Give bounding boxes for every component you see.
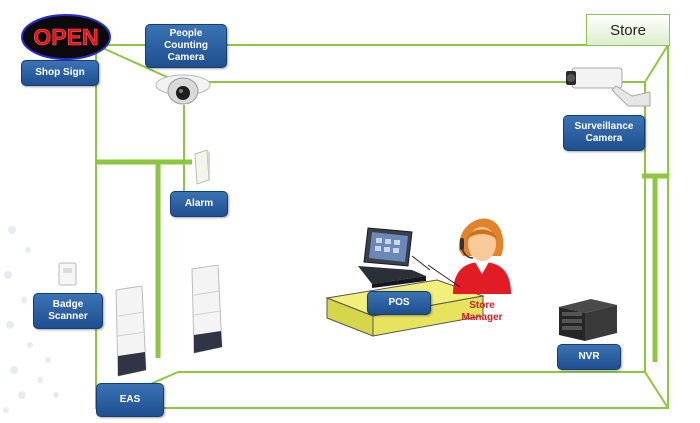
store-title: Store <box>586 14 670 46</box>
manager-connector <box>427 264 461 288</box>
dome-camera-icon <box>155 74 211 105</box>
bullet-camera-icon <box>566 67 651 107</box>
shop-sign-label: Shop Sign <box>21 60 99 86</box>
eas-gate-icon <box>191 265 223 354</box>
badge-scanner-icon <box>58 262 77 286</box>
nvr-box-icon <box>559 299 617 341</box>
eas-label: EAS <box>96 383 164 417</box>
manager-person-icon <box>453 218 511 294</box>
pos-terminal-icon <box>358 227 431 288</box>
surveillance-camera-label: Surveillance Camera <box>563 115 645 151</box>
background-pattern <box>3 226 59 413</box>
nvr-label: NVR <box>557 344 621 370</box>
store-manager-label: Store Manager <box>461 300 503 323</box>
people-counting-camera-label: People Counting Camera <box>145 24 227 68</box>
camera-connector <box>183 105 185 191</box>
badge-scanner-label: Badge Scanner <box>33 293 103 329</box>
alarm-label: Alarm <box>170 191 228 217</box>
open-sign-icon: OPEN <box>21 14 111 60</box>
pos-label: POS <box>367 291 431 315</box>
sign-text: OPEN <box>33 24 98 50</box>
eas-gate-icon <box>115 286 147 377</box>
alarm-sensor-icon <box>194 150 210 185</box>
